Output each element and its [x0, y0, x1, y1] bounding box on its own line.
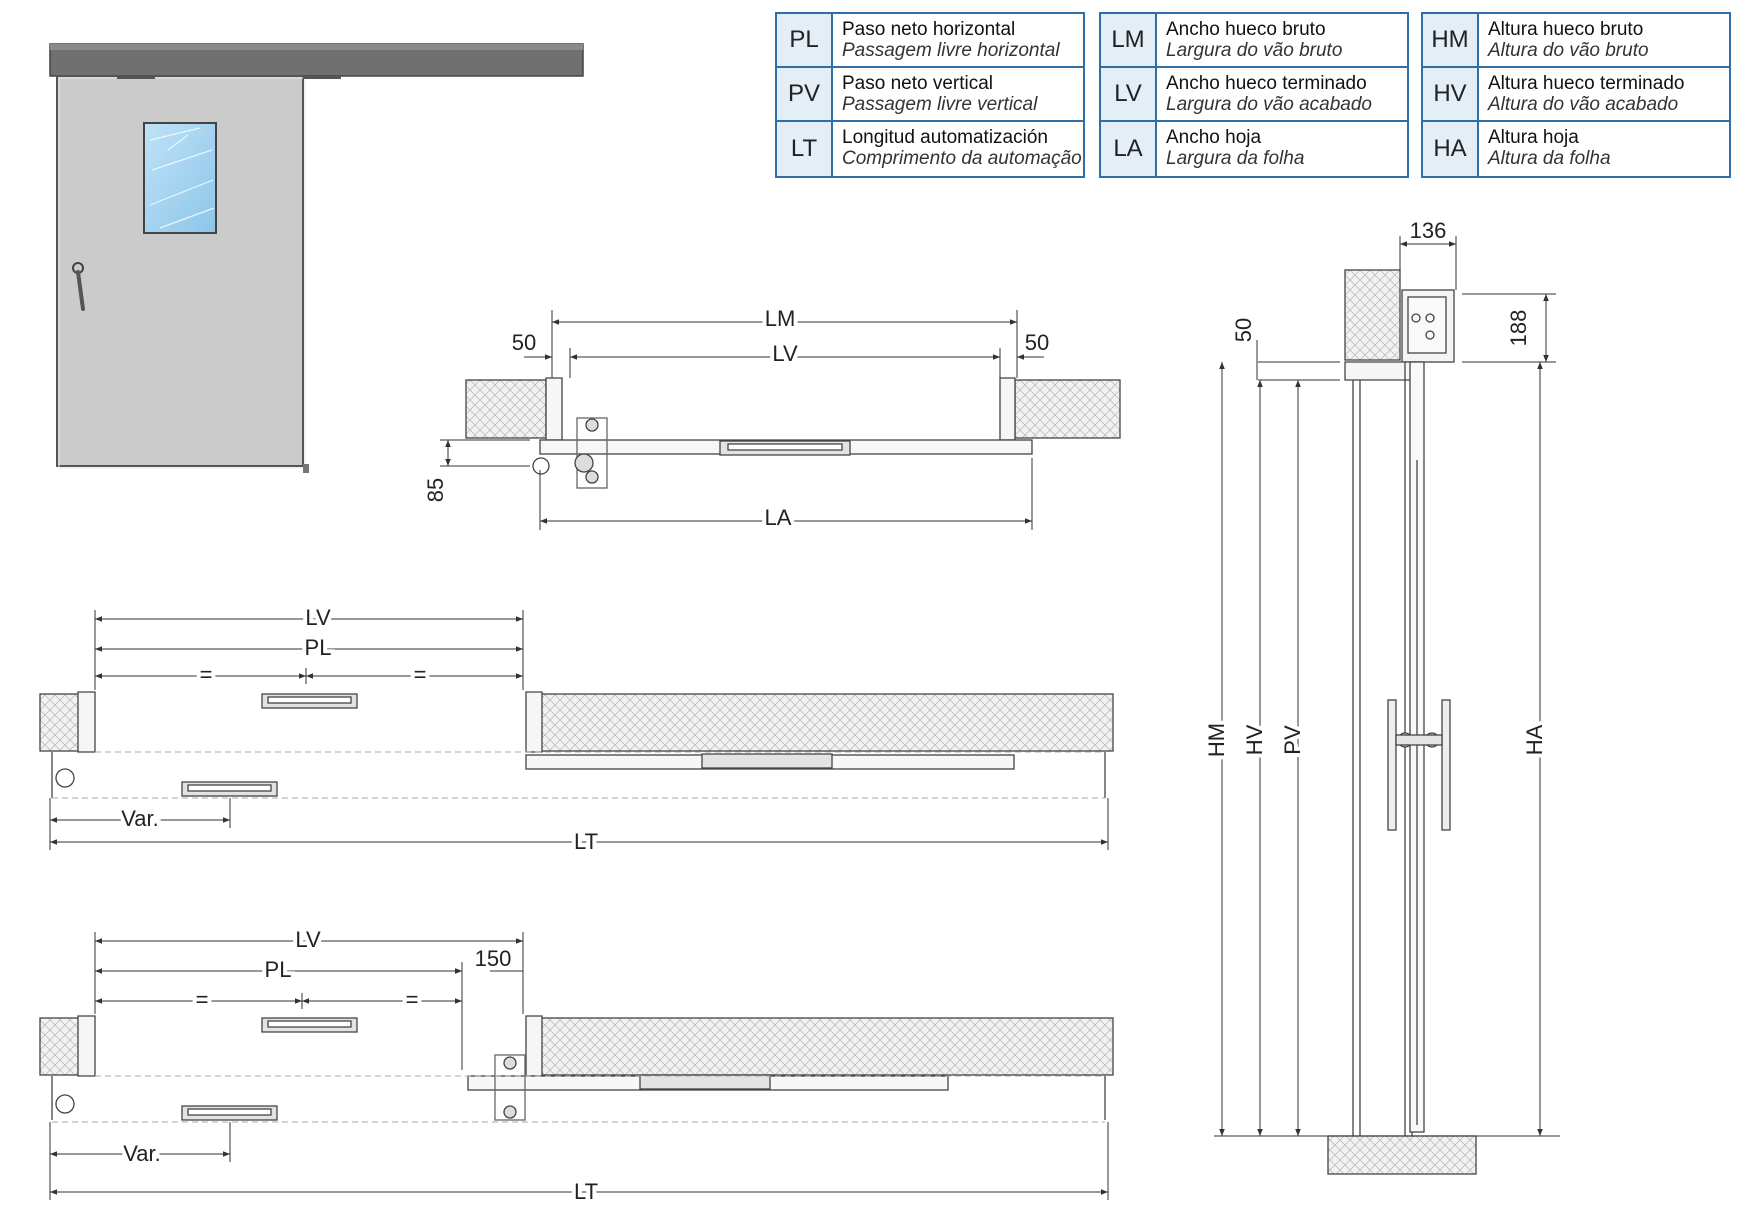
wall-left	[465, 379, 547, 439]
dim-eq2-mid: =	[414, 662, 427, 687]
wall-right-bottom	[539, 1017, 1114, 1076]
dim-50-right: 50	[1025, 330, 1049, 355]
legend-pt: Largura do vão bruto	[1166, 40, 1343, 61]
dim-lv-bottom: LV	[295, 927, 321, 952]
legend-code: HM	[1423, 14, 1479, 66]
legend-pt: Altura do vão bruto	[1488, 40, 1649, 61]
legend-es: Ancho hueco bruto	[1166, 19, 1326, 40]
legend-es: Altura hueco bruto	[1488, 19, 1644, 40]
legend-code: LA	[1101, 122, 1157, 176]
legend-pt: Passagem livre vertical	[842, 94, 1038, 115]
dim-var-mid: Var.	[121, 806, 159, 831]
legend-pt: Largura do vão acabado	[1166, 94, 1372, 115]
legend-es: Longitud automatización	[842, 127, 1048, 148]
legend-code: HV	[1423, 68, 1479, 120]
vertical-section-dims	[1214, 236, 1560, 1137]
legend-code: PL	[777, 14, 833, 66]
legend-code: LM	[1101, 14, 1157, 66]
dim-eq1-bottom: =	[196, 987, 209, 1012]
legend-es: Altura hoja	[1488, 127, 1579, 148]
dim-150: 150	[475, 946, 512, 971]
dim-pv: PV	[1280, 725, 1305, 755]
dim-ha: HA	[1522, 724, 1547, 755]
dim-eq2-bottom: =	[406, 987, 419, 1012]
legend-code: HA	[1423, 122, 1479, 176]
wall-left-mid	[39, 693, 83, 752]
wall-right	[1014, 379, 1121, 439]
legend-es: Ancho hueco terminado	[1166, 73, 1367, 94]
dim-50-left: 50	[512, 330, 536, 355]
dim-hm: HM	[1204, 723, 1229, 757]
dim-lm: LM	[765, 306, 796, 331]
dim-eq1-mid: =	[200, 662, 213, 687]
legend-code: LT	[777, 122, 833, 176]
door-window	[143, 122, 217, 234]
lintel-wall	[1344, 269, 1401, 361]
dim-50-section: 50	[1231, 318, 1256, 342]
dim-pl-bottom: PL	[265, 957, 292, 982]
legend-es: Ancho hoja	[1166, 127, 1262, 148]
dim-var-bottom: Var.	[123, 1141, 161, 1166]
dim-lt-mid: LT	[574, 829, 598, 854]
legend-pt: Passagem livre horizontal	[842, 40, 1060, 61]
wall-left-bottom	[39, 1017, 83, 1076]
legend-code: LV	[1101, 68, 1157, 120]
door-elevation	[49, 43, 584, 473]
plan-mid	[39, 691, 1114, 798]
dim-188: 188	[1506, 310, 1531, 347]
floor-slab	[1327, 1135, 1477, 1175]
dim-la: LA	[765, 505, 792, 530]
plan-mid-dims	[49, 610, 1109, 850]
dim-lv: LV	[772, 341, 798, 366]
plan-bottom-dims	[49, 932, 1109, 1200]
legend-es: Altura hueco terminado	[1488, 73, 1685, 94]
plan-top	[465, 377, 1121, 489]
dim-lt-bottom: LT	[574, 1179, 598, 1204]
legend-pt: Comprimento da automação	[842, 148, 1082, 169]
legend-pt: Largura da folha	[1166, 148, 1305, 169]
legend-pt: Altura do vão acabado	[1488, 94, 1679, 115]
plan-top-dims	[440, 310, 1044, 530]
vertical-section	[1327, 269, 1477, 1175]
legend-pt: Altura da folha	[1488, 148, 1611, 169]
plan-bottom	[39, 1015, 1114, 1121]
legend-es: Paso neto vertical	[842, 73, 994, 94]
dim-pl-mid: PL	[305, 635, 332, 660]
legend-code: PV	[777, 68, 833, 120]
dim-hv: HV	[1242, 724, 1267, 755]
wall-right-mid	[539, 693, 1114, 752]
dim-85: 85	[423, 478, 448, 502]
dim-136: 136	[1410, 218, 1447, 243]
legend-es: Paso neto horizontal	[842, 19, 1016, 40]
dim-lv-mid: LV	[305, 605, 331, 630]
